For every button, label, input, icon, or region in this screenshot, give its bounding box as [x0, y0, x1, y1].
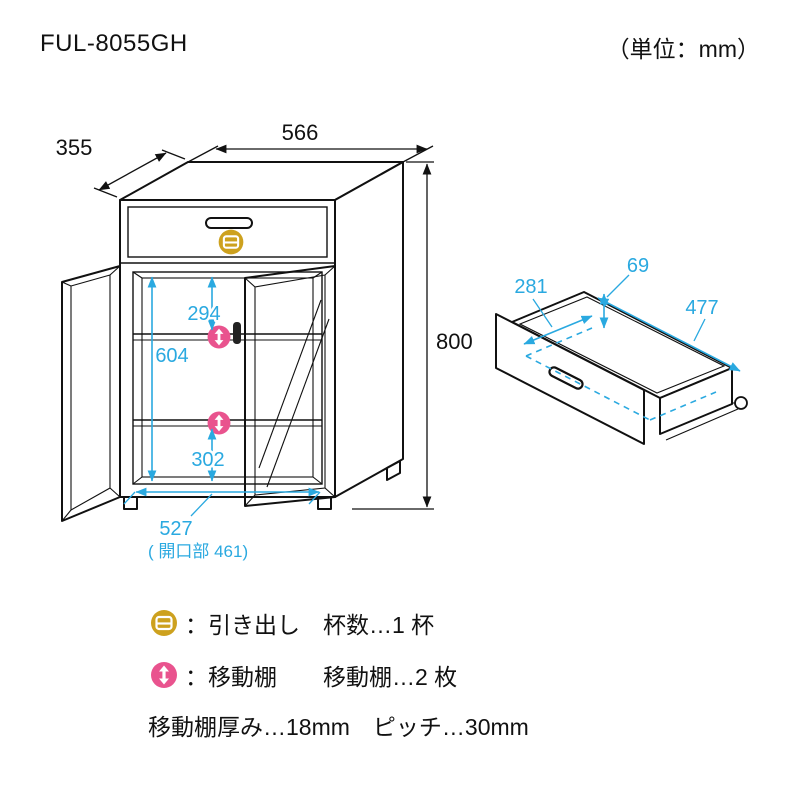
- leader-line: [693, 318, 706, 342]
- dim-line: [523, 315, 593, 345]
- legend-row-shelf: ：移動棚 移動棚…2 枚: [150, 660, 529, 690]
- ext-line: [93, 187, 118, 198]
- floor-hidden-edge: [525, 355, 651, 421]
- left-door-miter: [109, 265, 121, 276]
- drawer-roller: [734, 396, 748, 410]
- left-door-miter: [109, 487, 121, 498]
- interior-depth-line: [132, 476, 143, 485]
- legend-shelf-label: ：移動棚 移動棚…2 枚: [185, 664, 458, 690]
- ext-line: [308, 491, 321, 505]
- cabinet-width-label: 566: [282, 120, 319, 145]
- cabinet-depth-label: 355: [56, 135, 93, 160]
- drawer-handle: [205, 217, 253, 229]
- glass-reflection-line: [258, 299, 322, 469]
- inner-width-label: 527: [159, 518, 192, 540]
- left-door-miter: [61, 509, 72, 522]
- shelf-icon: [207, 411, 231, 435]
- cabinet-back-panel: [141, 277, 314, 478]
- left-door-miter: [61, 281, 72, 287]
- floor-hidden-edge: [649, 391, 717, 421]
- legend: ：引き出し 杯数…1 杯 ：移動棚 移動棚…2 枚 移動棚厚み…18mm ピッチ…: [148, 608, 529, 742]
- unit-label: （単位：mm）: [606, 36, 760, 62]
- dim-height-800: 800: [352, 161, 475, 510]
- cabinet-height-label: 800: [436, 329, 473, 354]
- right-door-miter: [324, 265, 336, 276]
- dim-drawer-width-477: 477: [597, 295, 741, 372]
- shelf-bottom-label: 302: [191, 449, 224, 471]
- glass-reflection-line: [266, 318, 330, 488]
- drawer-height-label: 69: [627, 255, 649, 277]
- ext-line: [187, 145, 219, 163]
- cabinet-foot-right: [317, 496, 332, 510]
- cabinet-opening: [132, 271, 323, 485]
- leader-line: [190, 493, 213, 517]
- inner-height-label: 604: [155, 345, 188, 367]
- ext-line: [402, 145, 434, 163]
- shelf-icon: [151, 662, 177, 688]
- drawer-rail: [665, 408, 739, 441]
- dim-line: [98, 152, 167, 191]
- dim-drawer-height-69: 69: [599, 253, 652, 329]
- drawer-icon: [217, 228, 245, 256]
- interior-depth-line: [132, 271, 143, 279]
- dim-shelf-top-294: 294: [185, 276, 223, 331]
- opening-width-label: ( 開口部 461): [148, 542, 248, 561]
- cabinet-foot-left: [123, 496, 138, 510]
- product-code: FUL-8055GH: [40, 30, 188, 57]
- right-door-handle: [233, 322, 241, 344]
- dim-depth-355: 355: [53, 133, 186, 198]
- dim-inner-width-527: 527 ( 開口部 461): [123, 487, 321, 563]
- dim-shelf-bottom-302: 302: [189, 428, 227, 482]
- legend-row-drawer: ：引き出し 杯数…1 杯: [150, 608, 529, 638]
- ext-line: [161, 149, 186, 160]
- right-door-miter: [324, 487, 336, 498]
- dim-width-566: 566: [187, 118, 434, 163]
- ext-line: [123, 491, 136, 505]
- leader-line: [606, 274, 630, 298]
- cabinet-side-face: [334, 161, 404, 498]
- leader-line: [532, 298, 553, 328]
- drawer-icon: [150, 609, 178, 637]
- drawer-view: 281 69 477: [495, 253, 748, 445]
- shelf-icon: [207, 325, 231, 349]
- right-door-miter: [244, 494, 256, 507]
- legend-note: 移動棚厚み…18mm ピッチ…30mm: [148, 714, 529, 740]
- cabinet-view: 566 355 800 294 604 302: [53, 118, 475, 564]
- right-door-miter: [244, 277, 256, 288]
- drawer-width-label: 477: [685, 297, 718, 319]
- dim-drawer-depth-281: 281: [512, 274, 593, 345]
- drawer-depth-label: 281: [514, 276, 547, 298]
- shelf-top-label: 294: [187, 303, 220, 325]
- drawer-front-panel: [127, 206, 328, 258]
- interior-depth-line: [312, 476, 323, 485]
- legend-drawer-label: ：引き出し 杯数…1 杯: [185, 612, 435, 638]
- dim-line: [597, 297, 741, 372]
- dim-inner-height-604: 604: [147, 276, 191, 482]
- cabinet-foot-side: [386, 460, 401, 481]
